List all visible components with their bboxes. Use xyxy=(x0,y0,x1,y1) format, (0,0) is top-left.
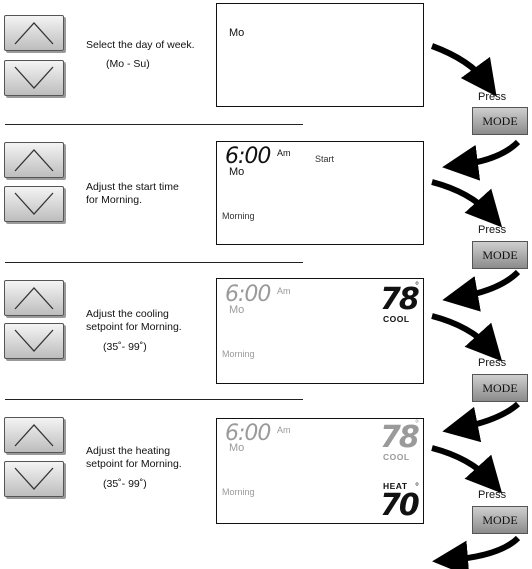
day-indicator: Mo xyxy=(229,442,245,454)
day-indicator: Mo xyxy=(229,27,245,39)
up-arrow-button[interactable] xyxy=(4,417,64,453)
cool-setpoint-value: 78 xyxy=(380,282,420,317)
mode-button[interactable]: MODE xyxy=(472,374,528,402)
step-divider xyxy=(5,124,303,125)
degree-symbol: ° xyxy=(415,281,419,292)
up-arrow-button[interactable] xyxy=(4,280,64,316)
down-arrow-button[interactable] xyxy=(4,461,64,497)
period-label: Morning xyxy=(222,349,255,359)
up-arrow-icon xyxy=(14,287,54,310)
mode-button[interactable]: MODE xyxy=(472,107,528,135)
value-range: (35˚- 99˚) xyxy=(103,341,147,353)
step-divider xyxy=(5,262,303,263)
down-arrow-icon xyxy=(14,66,54,89)
lcd-display: Mo xyxy=(216,3,424,107)
value-range: (Mo - Su) xyxy=(106,58,150,70)
flow-arrow xyxy=(442,269,521,312)
flow-arrow xyxy=(432,535,521,569)
period-label: Morning xyxy=(222,211,255,221)
time-display: 6:00 xyxy=(225,282,271,307)
press-label: Press xyxy=(478,91,507,103)
lcd-display: 6:00 Am Mo Morning 78 ° COOL xyxy=(216,278,424,384)
degree-symbol: ° xyxy=(415,419,419,430)
step-instruction: Adjust the start time for Morning. xyxy=(86,181,179,206)
up-arrow-button[interactable] xyxy=(4,15,64,51)
up-arrow-icon xyxy=(14,149,54,172)
mode-button[interactable]: MODE xyxy=(472,506,528,534)
degree-symbol: ° xyxy=(415,482,419,493)
start-indicator: Start xyxy=(315,154,335,164)
lcd-display: 6:00 Am Mo Morning 78 ° COOL HEAT ° 70 xyxy=(216,418,424,524)
am-pm-indicator: Am xyxy=(277,148,291,158)
heat-setpoint-value: 70 xyxy=(380,488,420,523)
cool-setpoint-value: 78 xyxy=(380,420,420,455)
up-arrow-icon xyxy=(14,424,54,447)
press-label: Press xyxy=(478,489,507,501)
flow-arrow xyxy=(431,445,503,494)
cool-label: COOL xyxy=(383,314,410,324)
flow-arrow xyxy=(442,139,521,181)
flow-arrow xyxy=(430,43,497,97)
cool-label: COOL xyxy=(383,452,410,462)
period-label: Morning xyxy=(222,487,255,497)
step-instruction: Select the day of week. xyxy=(86,39,195,51)
press-label: Press xyxy=(478,357,507,369)
value-range: (35˚- 99˚) xyxy=(103,478,147,490)
flow-arrow xyxy=(442,401,520,443)
flow-arrow xyxy=(431,179,503,228)
am-pm-indicator: Am xyxy=(277,425,291,435)
down-arrow-icon xyxy=(14,192,54,215)
am-pm-indicator: Am xyxy=(277,286,291,296)
press-label: Press xyxy=(478,224,507,236)
step-divider xyxy=(5,399,303,400)
down-arrow-button[interactable] xyxy=(4,60,64,96)
time-display: 6:00 xyxy=(225,144,271,169)
mode-button[interactable]: MODE xyxy=(472,241,528,269)
down-arrow-icon xyxy=(14,329,54,352)
heat-label: HEAT xyxy=(383,481,408,491)
time-display: 6:00 xyxy=(225,421,271,446)
up-arrow-button[interactable] xyxy=(4,142,64,178)
day-indicator: Mo xyxy=(229,166,245,178)
down-arrow-button[interactable] xyxy=(4,323,64,359)
lcd-display: 6:00 Am Mo Start Morning xyxy=(216,141,424,245)
down-arrow-button[interactable] xyxy=(4,186,64,222)
flow-arrow xyxy=(431,313,503,362)
day-indicator: Mo xyxy=(229,304,245,316)
step-instruction: Adjust the cooling setpoint for Morning. xyxy=(86,308,182,333)
step-instruction: Adjust the heating setpoint for Morning. xyxy=(86,445,182,470)
down-arrow-icon xyxy=(14,467,54,490)
up-arrow-icon xyxy=(14,22,54,45)
